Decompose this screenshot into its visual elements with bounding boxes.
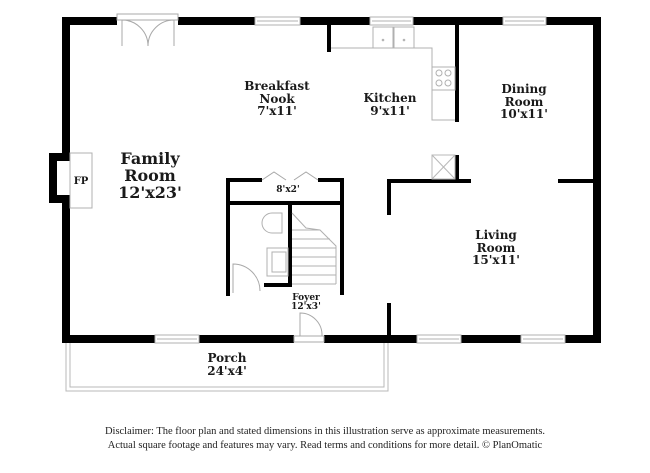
room-label-porch: Porch 24'x4' [187, 352, 267, 377]
room-name-line1: Breakfast [244, 79, 310, 93]
room-label-kitchen: Kitchen 9'x11' [350, 92, 430, 117]
room-dimensions: 8'x2' [276, 185, 300, 195]
room-dimensions: 15'x11' [472, 253, 520, 268]
room-name-line1: Foyer [292, 293, 320, 303]
interior-walls [226, 25, 600, 339]
kitchen-fixtures [331, 26, 456, 121]
room-label-family-room: Family Room 12'x23' [100, 149, 200, 202]
fireplace-hearth [69, 152, 93, 209]
room-name-line1: Living [475, 228, 517, 242]
room-name-line2: Room [124, 165, 176, 185]
fireplace-label: FP [73, 176, 89, 187]
room-label-living-room: Living Room 15'x11' [456, 229, 536, 267]
room-label-closet: 8'x2' [258, 185, 318, 195]
room-name-line1: Dining [501, 82, 547, 96]
room-dimensions: 10'x11' [500, 107, 548, 122]
room-name-line2: Nook [259, 91, 295, 106]
room-name-line2: Room [504, 94, 544, 109]
room-name-line1: Porch [207, 351, 247, 365]
windows [154, 16, 566, 344]
disclaimer-line2: Actual square footage and features may v… [107, 440, 543, 452]
doors [116, 13, 325, 343]
room-dimensions: 24'x4' [207, 363, 247, 378]
room-name-line1: Kitchen [363, 91, 417, 105]
room-dimensions: 12'x23' [118, 182, 182, 202]
room-name-line1: Family [120, 149, 180, 168]
disclaimer-line1: Disclaimer: The floor plan and stated di… [104, 426, 546, 437]
room-label-breakfast-nook: Breakfast Nook 7'x11' [237, 80, 317, 118]
room-dimensions: 7'x11' [257, 104, 297, 119]
room-label-foyer: Foyer 12'x3' [276, 293, 336, 313]
room-dimensions: 12'x3' [291, 302, 321, 313]
porch-outline [65, 343, 389, 392]
disclaimer: Disclaimer: The floor plan and stated di… [0, 425, 650, 453]
chase-box [431, 154, 456, 180]
half-bath-fixtures [261, 212, 289, 277]
room-name-line2: Room [476, 240, 516, 255]
room-dimensions: 9'x11' [370, 103, 410, 118]
staircase [291, 212, 337, 285]
room-label-dining-room: Dining Room 10'x11' [484, 83, 564, 121]
